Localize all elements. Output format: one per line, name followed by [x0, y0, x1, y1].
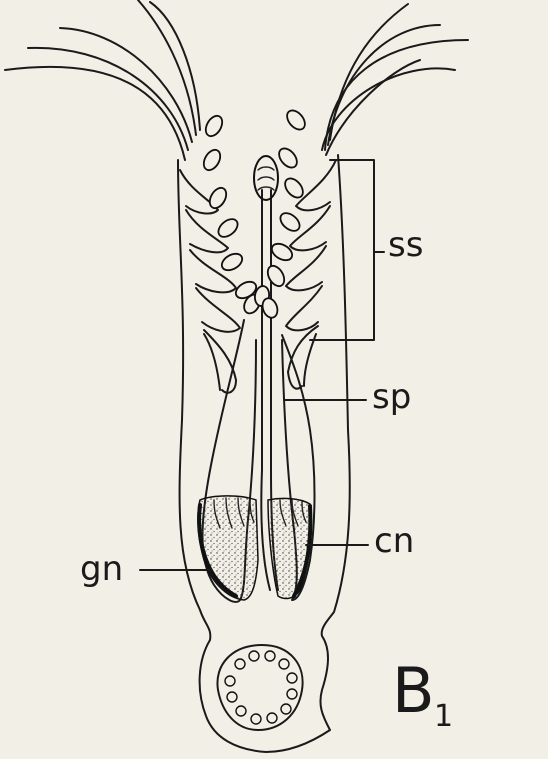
panel-letter: B	[392, 660, 435, 722]
label-sp: sp	[372, 380, 411, 414]
left-nematocysts	[200, 113, 263, 316]
label-gn: gn	[80, 552, 123, 586]
stalk-knob	[254, 156, 278, 200]
left-tentacles	[5, 0, 200, 160]
label-ss: ss	[388, 228, 423, 262]
label-cn: cn	[374, 524, 414, 558]
ss-bracket	[310, 160, 384, 340]
basal-vesicles	[225, 651, 297, 724]
panel-number: 1	[434, 702, 453, 732]
right-tentacles	[322, 4, 468, 155]
